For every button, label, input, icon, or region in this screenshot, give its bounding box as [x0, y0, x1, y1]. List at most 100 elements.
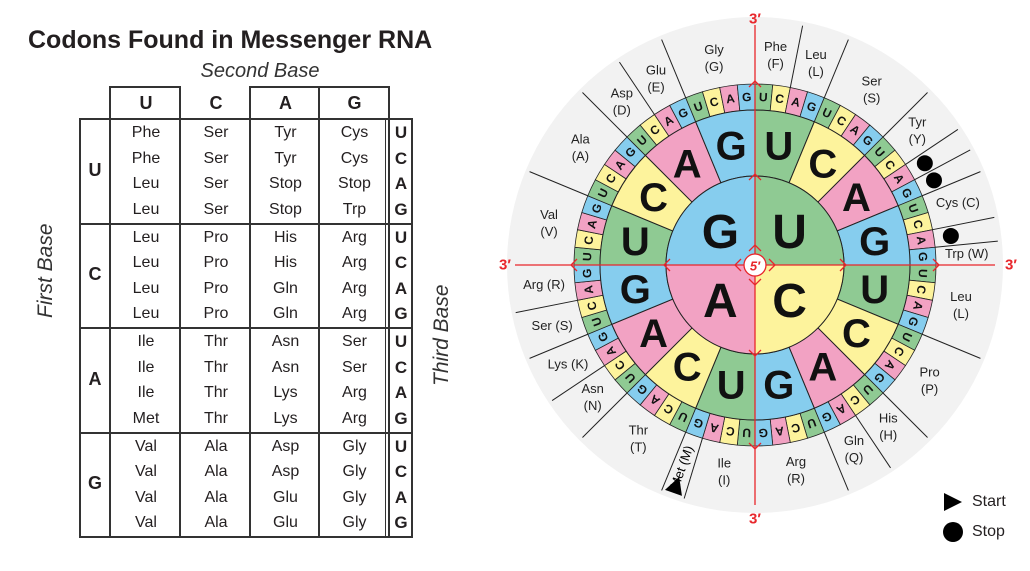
amino-acid-cell: Leu — [132, 228, 160, 246]
amino-acid-text: Phe — [764, 39, 787, 54]
amino-acid-label: Asp (D) — [611, 86, 633, 118]
amino-acid-text: (D) — [613, 103, 631, 118]
amino-acid-text: Gln — [844, 433, 864, 448]
amino-acid-divider — [683, 438, 703, 499]
amino-acid-text: Trp (W) — [945, 246, 989, 261]
third-base-letter: C — [394, 462, 408, 481]
amino-acid-text: Val — [540, 207, 558, 222]
amino-acid-cell: Leu — [132, 200, 160, 218]
third-base-letter: C — [910, 218, 926, 230]
second-base-letter: A — [842, 176, 871, 220]
amino-acid-cell: Phe — [131, 124, 161, 141]
amino-acid-cell: Leu — [132, 175, 160, 192]
direction-axes: 5′3′3′3′3′ — [499, 11, 1017, 528]
amino-acid-label: Pro(P) — [919, 365, 939, 397]
second-base-letter: C — [808, 143, 837, 187]
amino-acid-text: (F) — [767, 56, 784, 71]
second-base-header-g: G — [347, 92, 362, 113]
amino-acid-label: Asn (N) — [581, 381, 603, 413]
amino-acid-cell: Gly — [342, 488, 367, 506]
amino-acid-cell: Arg — [342, 254, 367, 271]
amino-acid-divider — [932, 216, 995, 231]
three-prime-label-top: 3′ — [749, 11, 761, 28]
amino-acid-text: (R) — [787, 471, 805, 486]
third-base-letter: A — [394, 278, 408, 298]
arrow-chevron-icon — [768, 258, 776, 272]
second-base-letter: G — [859, 220, 890, 264]
amino-acid-cell: Cys — [340, 124, 369, 141]
third-base-letter: C — [914, 284, 929, 295]
amino-acid-divider — [551, 365, 605, 401]
amino-acid-text: Asp — [611, 86, 633, 101]
first-base-letter: A — [703, 275, 738, 328]
third-base-letter: A — [790, 94, 802, 110]
third-base-letter: U — [394, 227, 408, 247]
first-base-letter: G — [702, 206, 739, 259]
first-base-header-c: C — [88, 264, 102, 285]
center-five-prime-badge — [743, 253, 767, 277]
amino-acid-cell: Pro — [203, 305, 229, 322]
amino-acid-divider — [529, 333, 588, 359]
third-base-letter: A — [394, 174, 408, 193]
amino-acid-text: (Q) — [845, 450, 864, 465]
amino-acid-cell: Ile — [137, 384, 155, 401]
row-block-divider — [79, 222, 413, 225]
amino-acid-cell: Ala — [204, 463, 228, 480]
second-base-label: Second Base — [200, 60, 320, 82]
amino-acid-cell: Trp — [342, 200, 367, 218]
amino-acid-divider — [882, 92, 928, 138]
amino-acid-cell: Glu — [273, 514, 298, 531]
amino-acid-text: (Y) — [909, 132, 926, 147]
third-base-letter: G — [394, 199, 408, 219]
amino-acid-cell: Gly — [342, 514, 367, 531]
second-base-header-c: C — [209, 92, 223, 113]
amino-acid-label: Gly(G) — [704, 42, 724, 74]
amino-acid-text: Ser (S) — [532, 318, 573, 333]
amino-acid-text: Asn — [581, 381, 603, 396]
column-divider — [318, 86, 320, 538]
amino-acid-cell: Thr — [204, 333, 228, 350]
arrow-chevron-icon — [839, 258, 847, 272]
first-base-header-g: G — [87, 473, 102, 494]
first-base-quadrant — [665, 264, 756, 355]
third-base-letter: U — [759, 90, 768, 104]
third-base-letter: A — [725, 91, 736, 106]
arrow-chevron-icon — [748, 278, 762, 286]
amino-acid-divider — [661, 39, 687, 98]
second-base-letter: U — [764, 124, 793, 168]
header-top-border-uc — [109, 86, 179, 88]
amino-acid-cell: Pro — [203, 228, 229, 246]
stop-codon-marker-icon — [942, 227, 959, 244]
amino-acid-cell: Asn — [271, 333, 300, 350]
amino-acid-text: Ser — [862, 73, 883, 88]
third-base-letter: A — [394, 383, 408, 402]
amino-acid-divider — [823, 432, 849, 491]
third-base-letter: G — [589, 202, 605, 216]
amino-acid-label: Arg(R) — [786, 454, 806, 486]
amino-acid-text: Leu — [805, 47, 827, 62]
amino-acid-cell: Arg — [342, 384, 367, 401]
third-base-letter: U — [742, 426, 751, 440]
amino-acid-cell: Gly — [342, 463, 367, 480]
amino-acid-cell: Leu — [132, 279, 160, 297]
amino-acid-cell: Arg — [342, 228, 367, 246]
legend-stop-label: Stop — [972, 523, 1005, 540]
amino-acid-divider — [661, 432, 687, 491]
amino-acid-label: Ser(S) — [862, 73, 883, 105]
amino-acid-text: (N) — [584, 398, 602, 413]
arrow-chevron-icon — [734, 258, 742, 272]
second-base-header-u: U — [139, 92, 153, 113]
arrow-chevron-icon — [748, 173, 762, 181]
third-base-letter: C — [725, 424, 736, 439]
amino-acid-label: Glu(E) — [646, 63, 666, 95]
start-codon-marker-icon — [664, 476, 682, 496]
amino-acid-cell: His — [273, 228, 298, 246]
amino-acid-text: (A) — [572, 148, 589, 163]
amino-acid-divider — [922, 333, 981, 359]
stop-codon-marker-icon — [916, 155, 933, 172]
first-base-letter: U — [772, 206, 807, 259]
amino-acid-divider — [823, 39, 849, 98]
first-base-header-a: A — [88, 368, 102, 389]
amino-acid-text: His — [879, 410, 898, 425]
